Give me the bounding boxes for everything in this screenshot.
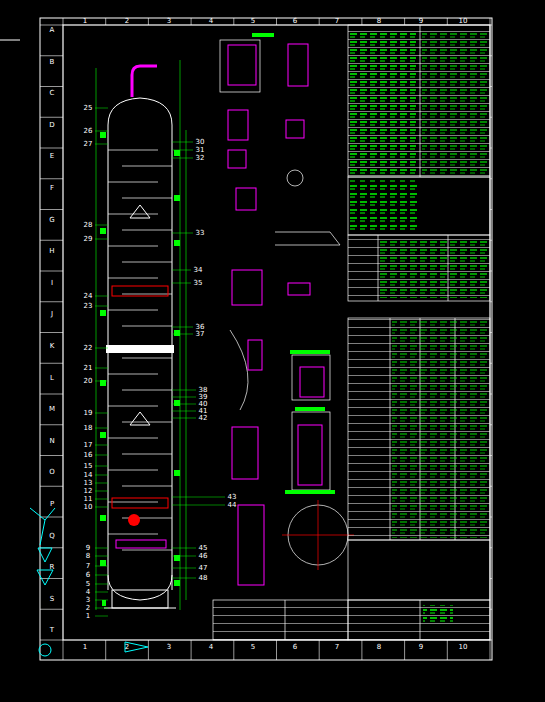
callout-number: 42 — [199, 415, 208, 422]
callout-number: 41 — [199, 408, 208, 415]
callout-number: 17 — [84, 442, 93, 449]
grid-reference: P — [50, 501, 54, 508]
callout-number: 19 — [84, 410, 93, 417]
grid-reference: M — [49, 406, 55, 413]
grid-reference: K — [50, 343, 55, 350]
grid-reference: 7 — [335, 18, 339, 25]
grid-reference: 4 — [209, 644, 213, 651]
grid-reference: T — [50, 627, 54, 634]
callout-number: 7 — [86, 563, 90, 570]
callout-number: 2 — [86, 605, 90, 612]
callout-number: 34 — [194, 267, 203, 274]
callout-number: 29 — [84, 236, 93, 243]
callout-number: 21 — [84, 365, 93, 372]
grid-reference: B — [50, 58, 55, 65]
grid-reference: D — [49, 121, 54, 128]
grid-reference: 10 — [459, 644, 468, 651]
grid-reference: 5 — [251, 18, 255, 25]
callout-number: 18 — [84, 425, 93, 432]
callout-number: 13 — [84, 480, 93, 487]
callout-number: 23 — [84, 303, 93, 310]
callout-number: 28 — [84, 222, 93, 229]
grid-reference: Q — [49, 532, 55, 539]
callout-number: 1 — [86, 613, 90, 620]
grid-reference: 7 — [335, 644, 339, 651]
grid-reference: F — [50, 185, 54, 192]
callout-number: 22 — [84, 345, 93, 352]
grid-reference: 3 — [167, 18, 171, 25]
grid-reference: E — [50, 153, 54, 160]
callout-number: 9 — [86, 545, 90, 552]
callout-number: 4 — [86, 589, 90, 596]
grid-reference: 1 — [83, 644, 87, 651]
callout-number: 40 — [199, 401, 208, 408]
callout-number: 48 — [199, 575, 208, 582]
callout-number: 8 — [86, 553, 90, 560]
callout-number: 33 — [196, 230, 205, 237]
grid-reference: R — [50, 564, 55, 571]
grid-reference: A — [50, 27, 55, 34]
callout-number: 43 — [228, 494, 237, 501]
callout-number: 30 — [196, 139, 205, 146]
grid-reference: 1 — [83, 18, 87, 25]
callout-number: 31 — [196, 147, 205, 154]
callout-number: 37 — [196, 331, 205, 338]
grid-reference: 2 — [125, 18, 129, 25]
grid-reference: J — [51, 311, 53, 318]
callout-number: 12 — [84, 488, 93, 495]
callout-number: 39 — [199, 394, 208, 401]
grid-reference: G — [49, 216, 54, 223]
callout-number: 26 — [84, 128, 93, 135]
callout-number: 10 — [84, 504, 93, 511]
grid-reference: I — [51, 279, 53, 286]
grid-reference: 4 — [209, 18, 213, 25]
callout-number: 46 — [199, 553, 208, 560]
grid-reference: 8 — [377, 644, 381, 651]
grid-reference: O — [49, 469, 55, 476]
grid-reference: 9 — [419, 644, 423, 651]
callout-number: 3 — [86, 597, 90, 604]
grid-reference: C — [50, 90, 55, 97]
callout-number: 24 — [84, 293, 93, 300]
callout-number: 44 — [228, 502, 237, 509]
grid-reference: 6 — [293, 18, 297, 25]
grid-reference: 10 — [459, 18, 468, 25]
callout-number: 14 — [84, 472, 93, 479]
grid-reference: H — [49, 248, 54, 255]
grid-reference: 2 — [125, 644, 129, 651]
grid-reference: 6 — [293, 644, 297, 651]
callout-number: 15 — [84, 463, 93, 470]
callout-number: 5 — [86, 581, 90, 588]
grid-reference: N — [49, 437, 54, 444]
grid-reference: 9 — [419, 18, 423, 25]
callout-number: 20 — [84, 378, 93, 385]
grid-reference: 8 — [377, 18, 381, 25]
callout-number: 45 — [199, 545, 208, 552]
grid-reference: S — [50, 595, 54, 602]
callout-number: 25 — [84, 105, 93, 112]
callout-number: 32 — [196, 155, 205, 162]
callout-number: 27 — [84, 141, 93, 148]
callout-number: 6 — [86, 572, 90, 579]
callout-number: 47 — [199, 565, 208, 572]
callout-number: 16 — [84, 452, 93, 459]
grid-reference: 5 — [251, 644, 255, 651]
callout-number: 38 — [199, 387, 208, 394]
callout-number: 36 — [196, 324, 205, 331]
callout-number: 11 — [84, 496, 93, 503]
callout-number: 35 — [194, 280, 203, 287]
grid-reference: L — [50, 374, 54, 381]
grid-reference: 3 — [167, 644, 171, 651]
